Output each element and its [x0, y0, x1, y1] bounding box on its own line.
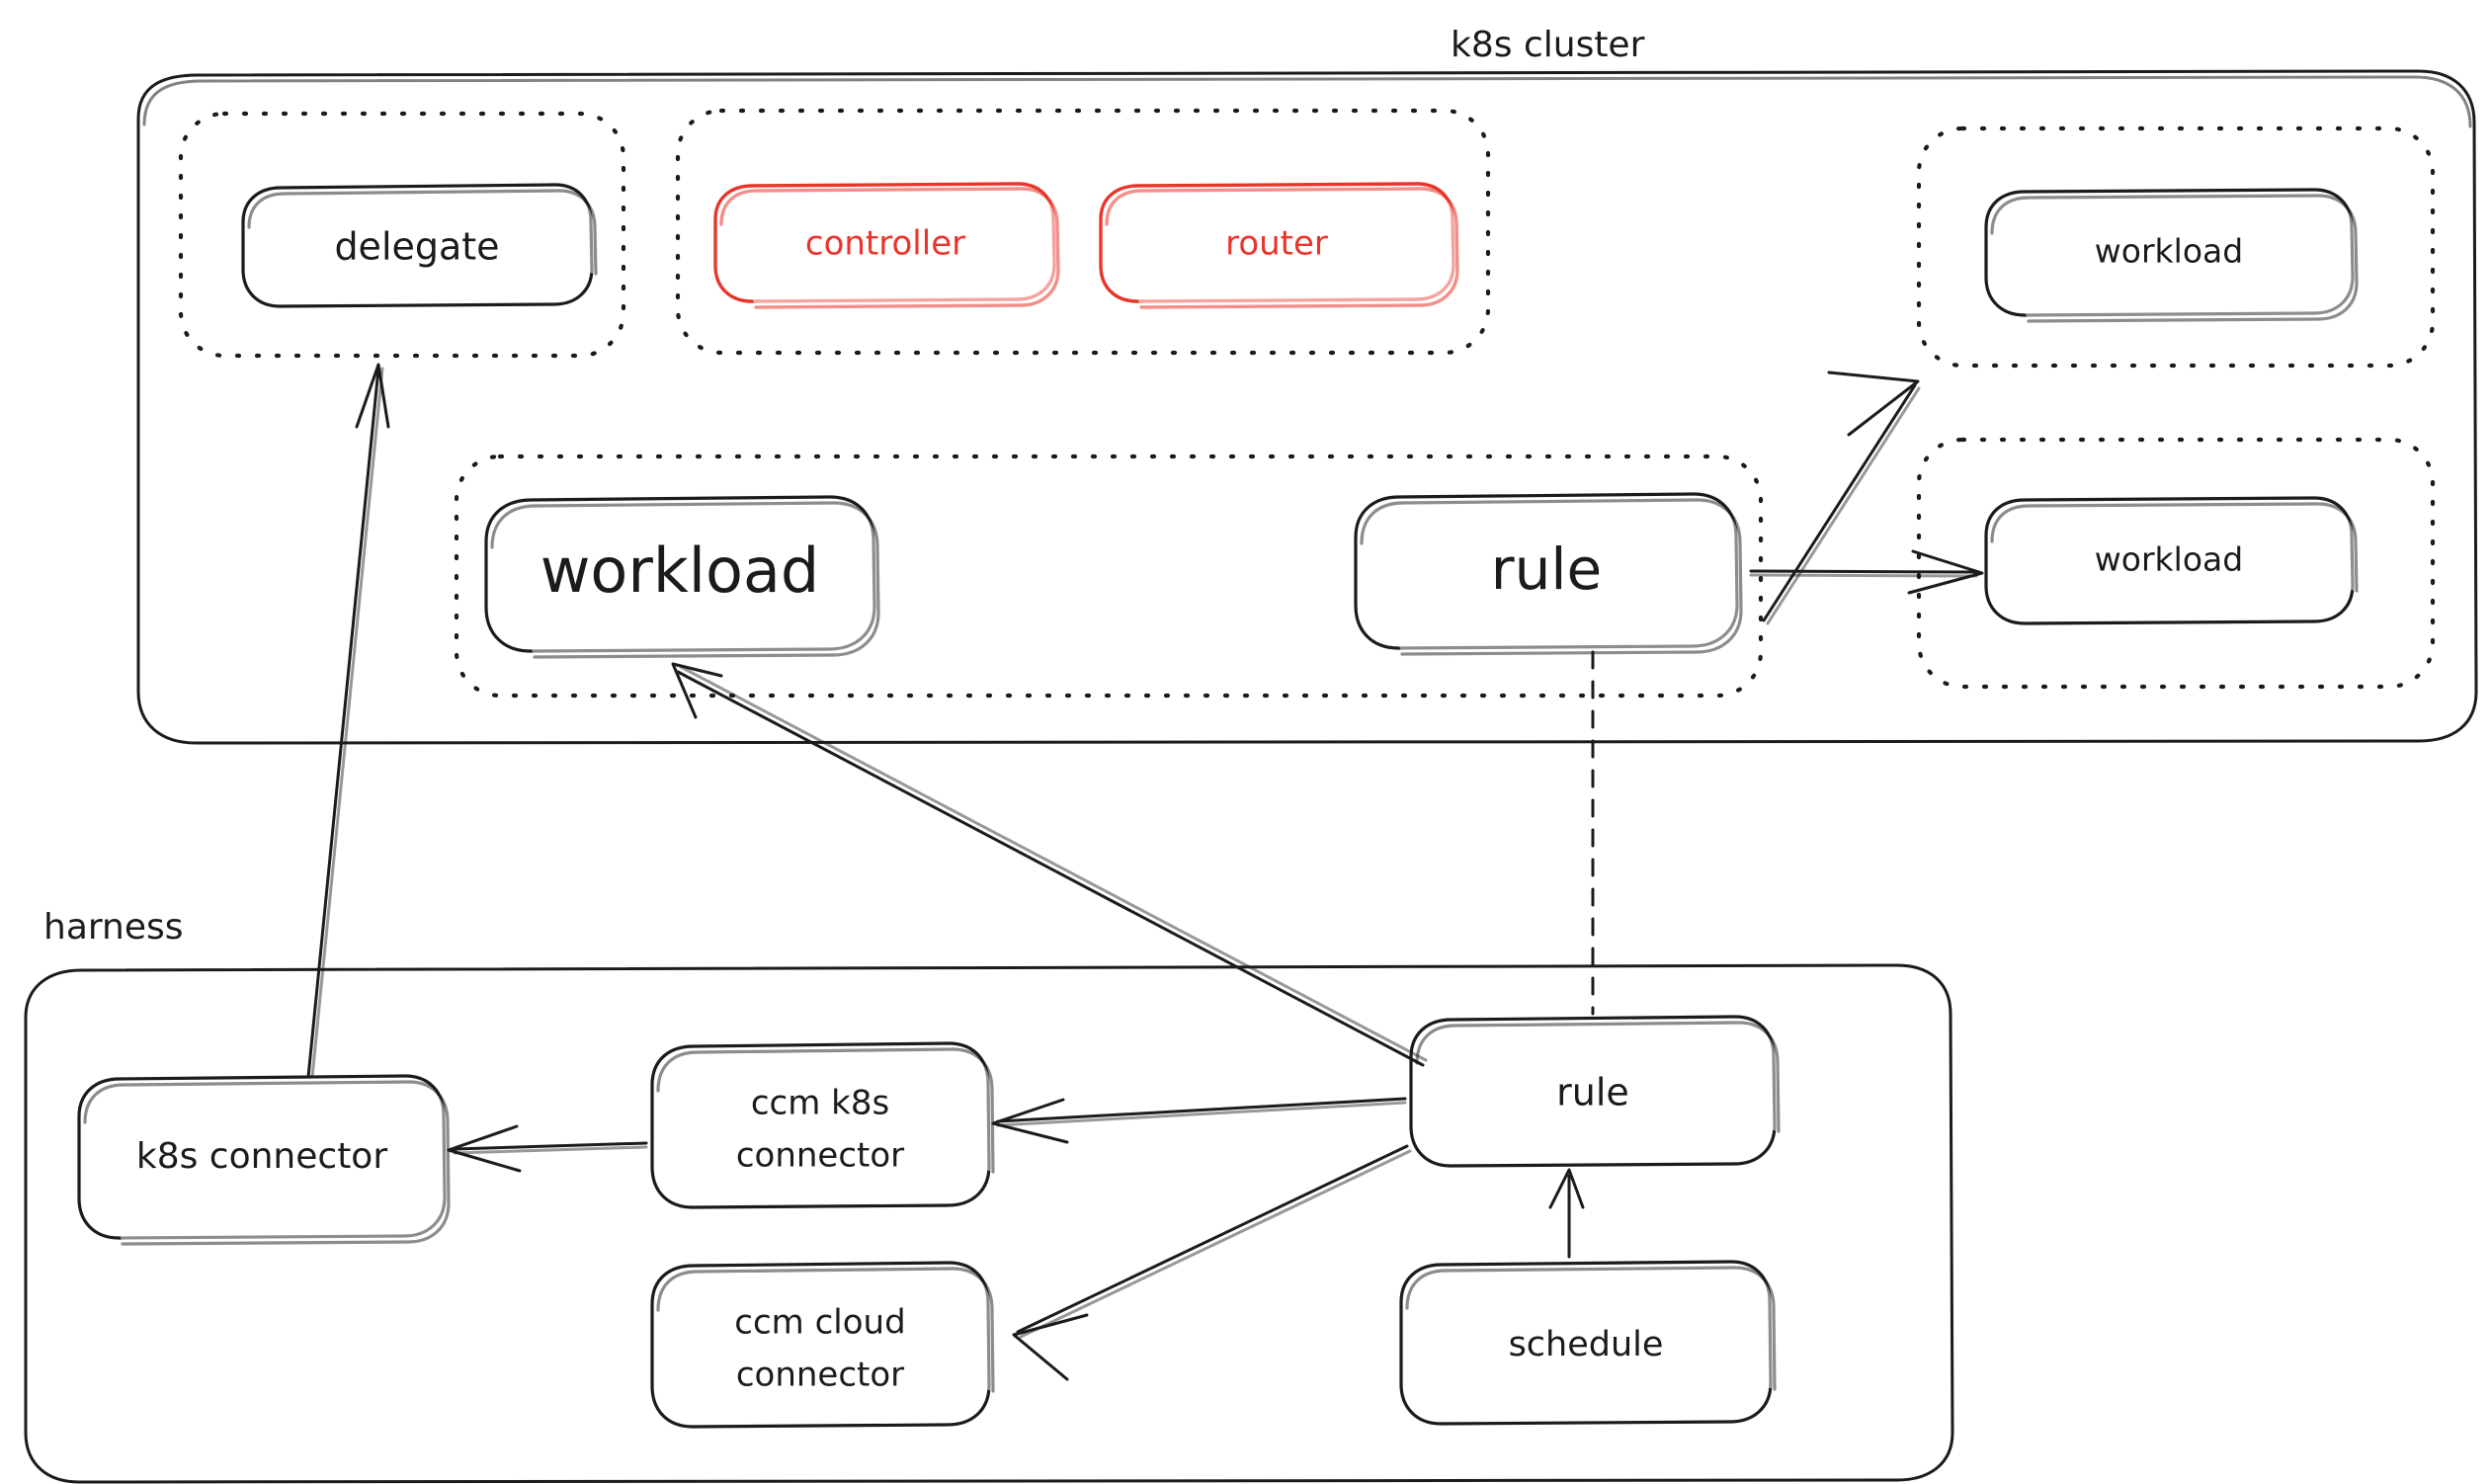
- edge-k8s-connector-to-delegate: [306, 363, 390, 1079]
- ccm-k8s-connector-label-line2: connector: [736, 1136, 904, 1176]
- workload-bottom-right-group-boundary: [1916, 437, 2436, 690]
- edge-rule-cluster-to-workload-bottom-right: [1749, 549, 1984, 595]
- ccm-k8s-connector-label-line1: ccm k8s: [751, 1084, 889, 1123]
- k8s-cluster-boundary: [136, 69, 2478, 745]
- ccm-cloud-connector-box-sketch: [656, 1267, 995, 1393]
- node-rule-cluster[interactable]: rule: [1354, 492, 1743, 656]
- harness-title: harness: [43, 907, 184, 948]
- node-ccm-cloud-connector[interactable]: ccm cloud connector: [650, 1261, 995, 1429]
- k8s-connector-label: k8s connector: [136, 1136, 387, 1177]
- ccm-cloud-connector-label-line2: connector: [736, 1356, 904, 1395]
- node-k8s-connector[interactable]: k8s connector: [77, 1074, 451, 1246]
- workload-main-box-sketch: [490, 501, 880, 659]
- harness-boundary: [24, 963, 1954, 1484]
- node-schedule[interactable]: schedule: [1399, 1260, 1777, 1426]
- workload-rule-group-boundary: [454, 453, 1764, 699]
- edge-line: [996, 1097, 1407, 1123]
- arrowhead: [671, 662, 723, 719]
- edge-line-sketch: [996, 1101, 1407, 1127]
- edge-line: [1016, 1144, 1409, 1334]
- edge-line: [1749, 569, 1978, 574]
- edge-line: [676, 670, 1425, 1067]
- arrowhead: [1907, 549, 1984, 595]
- k8s-connector-box-sketch: [83, 1080, 451, 1246]
- edge-line-sketch: [1766, 386, 1921, 625]
- ccm-cloud-connector-label-line1: ccm cloud: [734, 1303, 905, 1343]
- controller-label: controller: [805, 224, 965, 264]
- arrowhead: [355, 363, 390, 429]
- node-workload-bottom-right[interactable]: workload: [1984, 496, 2359, 625]
- control-plane-group-boundary: [675, 108, 1491, 356]
- delegate-group-boundary: [178, 111, 626, 359]
- node-delegate[interactable]: delegate: [241, 183, 598, 308]
- node-workload-top-right[interactable]: workload: [1984, 188, 2359, 323]
- edge-line: [306, 367, 380, 1079]
- node-workload-main[interactable]: workload: [484, 495, 880, 659]
- arrowhead: [447, 1124, 522, 1173]
- edge-line-sketch: [1749, 573, 1978, 578]
- schedule-label: schedule: [1509, 1325, 1664, 1364]
- edge-rule-harness-to-ccm-k8s: [991, 1097, 1407, 1144]
- edge-line-sketch: [310, 367, 384, 1079]
- ccm-k8s-connector-box-sketch: [656, 1047, 995, 1174]
- edge-line-sketch: [679, 665, 1428, 1062]
- edge-line-sketch: [453, 1145, 648, 1155]
- node-rule-harness[interactable]: rule: [1409, 1015, 1781, 1168]
- router-label: router: [1225, 224, 1328, 264]
- node-controller[interactable]: controller: [713, 182, 1060, 309]
- node-router[interactable]: router: [1099, 182, 1459, 309]
- workload-main-label: workload: [540, 535, 820, 607]
- arrowhead: [1548, 1168, 1585, 1209]
- edge-line-sketch: [1019, 1149, 1412, 1339]
- k8s-cluster-boundary-sketch: [142, 75, 2472, 128]
- arrowhead: [1827, 371, 1920, 437]
- controller-box-sketch: [719, 187, 1060, 309]
- delegate-label: delegate: [334, 225, 499, 269]
- harness-container: [24, 963, 1954, 1484]
- arrowhead: [1012, 1313, 1089, 1381]
- edge-ccm-k8s-to-k8s-connector: [447, 1124, 648, 1173]
- edge-line: [1762, 383, 1917, 622]
- edge-schedule-to-rule-harness: [1548, 1168, 1585, 1259]
- workload-top-right-label: workload: [2095, 232, 2243, 271]
- rule-harness-label: rule: [1556, 1071, 1629, 1114]
- delegate-box-sketch: [247, 189, 598, 276]
- schedule-box-sketch: [1405, 1266, 1777, 1391]
- k8s-cluster-title: k8s cluster: [1451, 25, 1645, 65]
- workload-top-right-box-sketch: [1990, 194, 2359, 323]
- router-box-sketch: [1105, 187, 1459, 309]
- rule-harness-box-sketch: [1415, 1021, 1781, 1133]
- edge-rule-cluster-to-workload-top-right: [1762, 371, 1921, 625]
- arrowhead: [991, 1098, 1069, 1144]
- edge-line: [453, 1141, 648, 1151]
- workload-top-right-group-boundary: [1916, 125, 2436, 369]
- rule-cluster-box-sketch: [1360, 498, 1743, 656]
- rule-cluster-label: rule: [1491, 536, 1602, 603]
- k8s-cluster-container: [136, 69, 2478, 745]
- workload-bottom-right-label: workload: [2095, 540, 2243, 579]
- edge-rule-harness-to-workload-main: [671, 662, 1428, 1067]
- edge-rule-harness-to-ccm-cloud: [1012, 1144, 1412, 1381]
- workload-bottom-right-box-sketch: [1990, 502, 2359, 593]
- node-ccm-k8s-connector[interactable]: ccm k8s connector: [650, 1041, 995, 1209]
